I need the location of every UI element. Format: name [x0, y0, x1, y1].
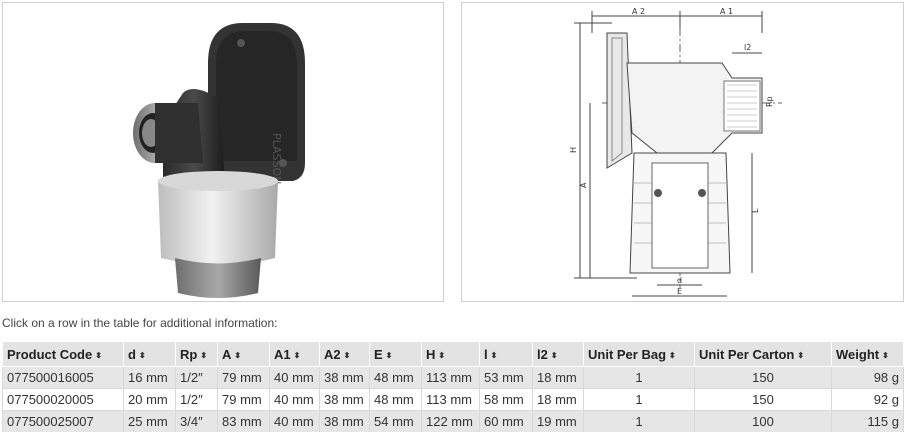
dim-l2: l2 [744, 43, 751, 52]
cell-rp: 1/2″ [175, 366, 218, 389]
sort-icon: ⬍ [882, 350, 889, 360]
dim-l: L [751, 208, 760, 213]
product-photo-panel: PLASSON [2, 2, 444, 302]
sort-icon: ⬍ [438, 350, 446, 360]
dim-a: A [579, 182, 588, 188]
col-a[interactable]: A⬍ [217, 341, 270, 367]
dim-e: E [677, 287, 682, 296]
table-row[interactable]: 077500025007 25 mm 3/4″ 83 mm 40 mm 38 m… [2, 410, 904, 432]
col-unit-per-carton[interactable]: Unit Per Carton⬍ [694, 341, 832, 367]
sort-icon: ⬍ [669, 350, 676, 360]
cell-unit-per-carton: 150 [694, 366, 832, 389]
cell-weight: 115 g [831, 410, 904, 432]
cell-e: 48 mm [369, 388, 422, 411]
sort-icon: ⬍ [293, 350, 301, 360]
col-weight[interactable]: Weight⬍ [831, 341, 904, 367]
cell-h: 122 mm [421, 410, 480, 432]
technical-drawing-panel: A 2 A 1 l2 Rp H A L d E [461, 2, 904, 302]
cell-a1: 40 mm [269, 366, 320, 389]
cell-l: 60 mm [479, 410, 533, 432]
cell-a1: 40 mm [269, 388, 320, 411]
col-l2[interactable]: l2⬍ [532, 341, 584, 367]
sort-icon: ⬍ [490, 350, 498, 360]
cell-l2: 18 mm [532, 388, 584, 411]
col-rp[interactable]: Rp⬍ [175, 341, 218, 367]
col-h[interactable]: H⬍ [421, 341, 480, 367]
cell-l: 53 mm [479, 366, 533, 389]
table-row[interactable]: 077500020005 20 mm 1/2″ 79 mm 40 mm 38 m… [2, 388, 904, 411]
col-d[interactable]: d⬍ [123, 341, 176, 367]
col-l[interactable]: l⬍ [479, 341, 533, 367]
col-a1[interactable]: A1⬍ [269, 341, 320, 367]
cell-weight: 98 g [831, 366, 904, 389]
sort-icon: ⬍ [550, 350, 558, 360]
table-row[interactable]: 077500016005 16 mm 1/2″ 79 mm 40 mm 38 m… [2, 366, 904, 389]
cell-rp: 1/2″ [175, 388, 218, 411]
dim-h: H [569, 147, 578, 153]
cell-a: 83 mm [217, 410, 270, 432]
sort-icon: ⬍ [343, 350, 351, 360]
cell-a1: 40 mm [269, 410, 320, 432]
sort-icon: ⬍ [95, 350, 102, 360]
sort-icon: ⬍ [797, 350, 805, 360]
dim-d: d [677, 276, 682, 285]
cell-h: 113 mm [421, 366, 480, 389]
sort-icon: ⬍ [234, 350, 242, 360]
cell-a: 79 mm [217, 388, 270, 411]
cell-h: 113 mm [421, 388, 480, 411]
cell-unit-per-carton: 150 [694, 388, 832, 411]
col-a2[interactable]: A2⬍ [319, 341, 370, 367]
product-photo: PLASSON [133, 23, 305, 298]
cell-product-code: 077500025007 [2, 410, 124, 432]
cell-l2: 18 mm [532, 366, 584, 389]
col-unit-per-bag[interactable]: Unit Per Bag⬍ [583, 341, 695, 367]
cell-rp: 3/4″ [175, 410, 218, 432]
cell-unit-per-bag: 1 [583, 410, 695, 432]
cell-a2: 38 mm [319, 366, 370, 389]
cell-weight: 92 g [831, 388, 904, 411]
cell-a: 79 mm [217, 366, 270, 389]
cell-e: 48 mm [369, 366, 422, 389]
cell-product-code: 077500016005 [2, 366, 124, 389]
table-hint-text: Click on a row in the table for addition… [2, 316, 278, 330]
brand-mark: PLASSON [270, 133, 283, 184]
col-e[interactable]: E⬍ [369, 341, 422, 367]
product-table: Product Code⬍ d⬍ Rp⬍ A⬍ A1⬍ A2⬍ E⬍ H⬍ l⬍… [2, 341, 904, 432]
dim-rp: Rp [765, 96, 774, 107]
col-product-code[interactable]: Product Code⬍ [2, 341, 124, 367]
table-header-row: Product Code⬍ d⬍ Rp⬍ A⬍ A1⬍ A2⬍ E⬍ H⬍ l⬍… [2, 341, 904, 367]
cell-unit-per-bag: 1 [583, 366, 695, 389]
cell-d: 25 mm [123, 410, 176, 432]
cell-e: 54 mm [369, 410, 422, 432]
cell-product-code: 077500020005 [2, 388, 124, 411]
cell-d: 20 mm [123, 388, 176, 411]
dim-a2: A 2 [632, 7, 645, 16]
cell-unit-per-carton: 100 [694, 410, 832, 432]
sort-icon: ⬍ [138, 350, 146, 360]
cell-unit-per-bag: 1 [583, 388, 695, 411]
dim-a1: A 1 [720, 7, 733, 16]
technical-drawing: A 2 A 1 l2 Rp H A L d E [569, 7, 782, 297]
cell-a2: 38 mm [319, 388, 370, 411]
sort-icon: ⬍ [385, 350, 393, 360]
cell-a2: 38 mm [319, 410, 370, 432]
sort-icon: ⬍ [200, 350, 208, 360]
cell-l: 58 mm [479, 388, 533, 411]
cell-l2: 19 mm [532, 410, 584, 432]
cell-d: 16 mm [123, 366, 176, 389]
